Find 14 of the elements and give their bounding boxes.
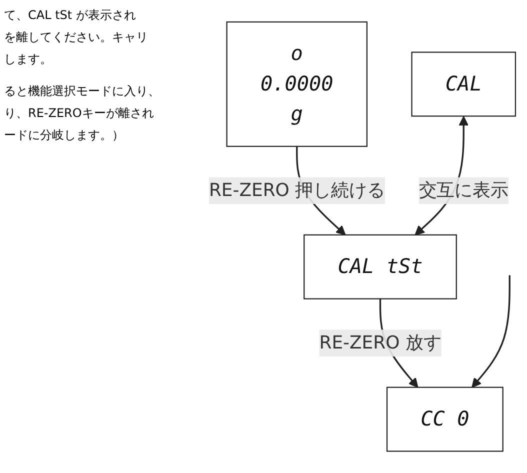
instruction-text: を離してください。キャリ: [4, 29, 149, 46]
instruction-text: ードに分岐します。）: [4, 127, 125, 144]
edge-label: 交互に表示: [418, 179, 508, 201]
instruction-text: て、CAL tSt が表示され: [4, 7, 137, 24]
instruction-text: します。: [4, 51, 53, 68]
instruction-text: り、RE-ZEROキーが離され: [4, 105, 155, 122]
instruction-text: ると機能選択モードに入り、: [4, 83, 161, 100]
edge-label: RE-ZERO 押し続ける: [208, 179, 385, 201]
node-box: CC 0: [386, 386, 504, 452]
node-box: o 0.0000 g: [226, 21, 368, 147]
node-box: CAL tSt: [304, 234, 457, 300]
arrow: [472, 275, 510, 388]
edge-label: RE-ZERO 放す: [319, 332, 442, 354]
node-box: CAL: [411, 52, 516, 117]
